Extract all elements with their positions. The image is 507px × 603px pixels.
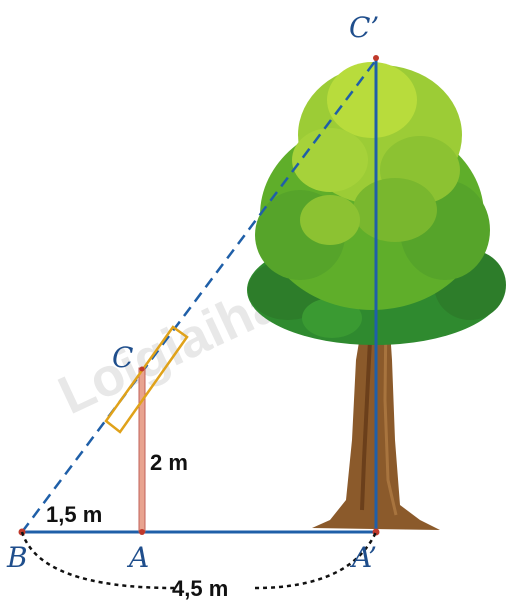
label-B: B [6, 541, 28, 574]
distance-arc [20, 531, 378, 590]
point-C [139, 366, 145, 372]
sight-line [21, 59, 377, 533]
label-C: C [112, 341, 133, 374]
point-C-prime [373, 55, 379, 61]
mirror-rectangle [104, 325, 189, 434]
long-distance-label: 4,5 m [172, 576, 228, 601]
pole-AC [138, 367, 146, 533]
short-distance-label: 1,5 m [46, 502, 102, 527]
label-A-prime: A’ [349, 541, 377, 574]
label-A: A [126, 541, 149, 574]
pole-height-label: 2 m [150, 450, 188, 475]
label-C-prime: C’ [349, 11, 379, 44]
point-A [139, 529, 145, 535]
